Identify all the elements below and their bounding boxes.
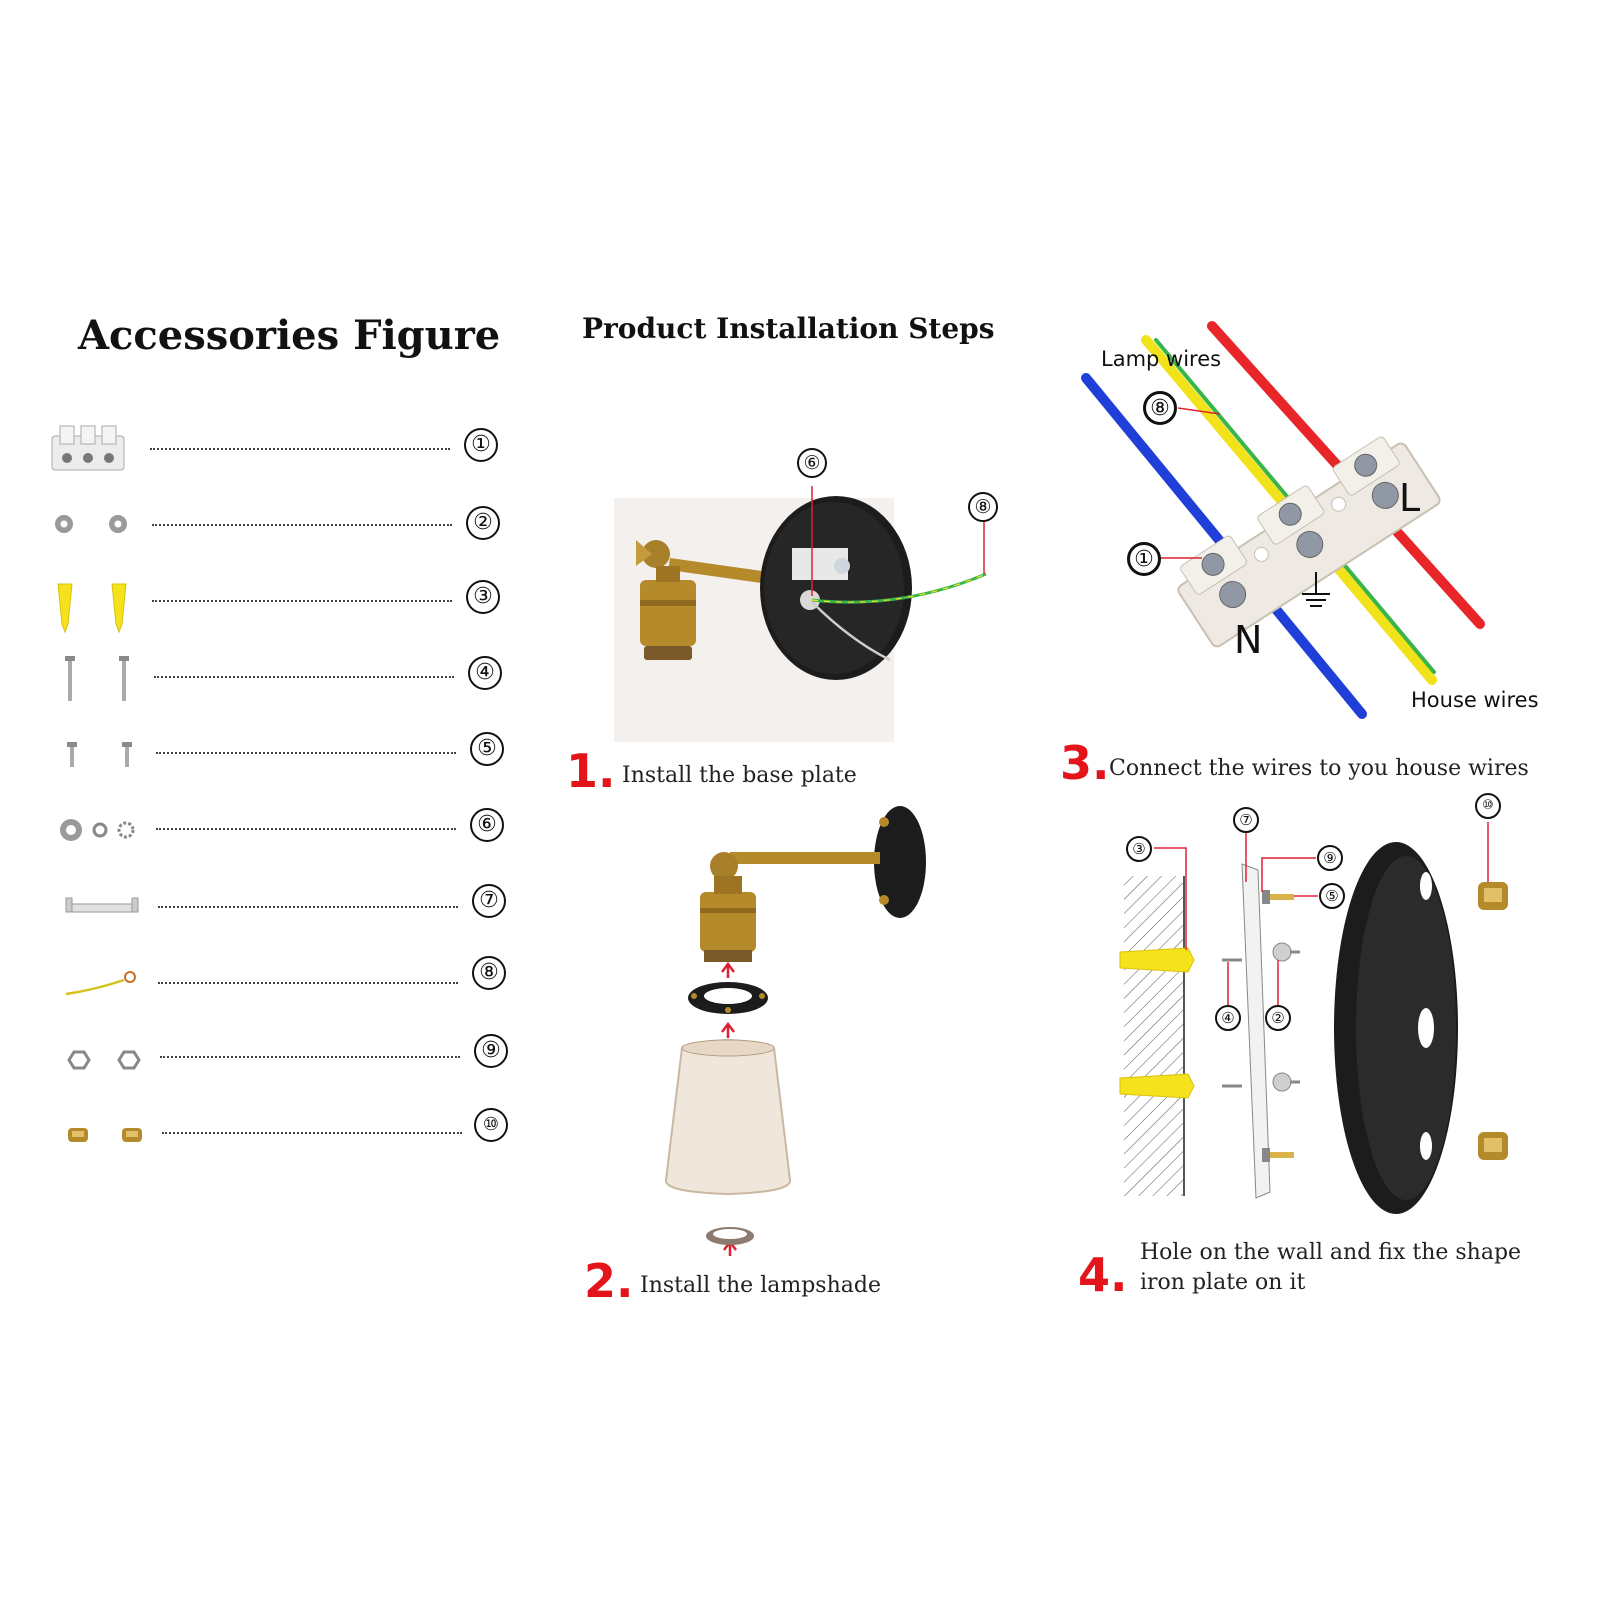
accessory-row: ⑦ xyxy=(0,872,540,932)
step3-wiring-diagram xyxy=(1081,321,1485,719)
step4-text-line1: Hole on the wall and fix the shape xyxy=(1140,1240,1522,1265)
step2-text: Install the lampshade xyxy=(640,1273,881,1298)
leader-line xyxy=(152,600,452,602)
lamp-wires-label: Lamp wires xyxy=(1101,347,1222,371)
accessory-row: ④ xyxy=(0,644,540,704)
step4-text-line2: iron plate on it xyxy=(1140,1270,1306,1295)
step2-number: 2. xyxy=(584,1254,634,1308)
step4-illustration xyxy=(1119,822,1508,1214)
leader-line xyxy=(154,676,454,678)
leader-line xyxy=(156,752,456,754)
wall-anchor-icon xyxy=(57,583,127,634)
leader-line xyxy=(152,524,452,526)
accessory-number: ③ xyxy=(466,580,500,614)
step2-illustration xyxy=(665,806,926,1256)
accessories-heading: Accessories Figure xyxy=(78,312,501,359)
accessory-number: ① xyxy=(464,428,498,462)
callout-lamp-wire: ⑧ xyxy=(1143,391,1177,425)
accessory-number: ⑦ xyxy=(472,884,506,918)
live-label: L xyxy=(1399,476,1421,520)
step3-text: Connect the wires to you house wires xyxy=(1109,756,1529,781)
leader-line xyxy=(150,448,450,450)
short-screw-icon xyxy=(67,742,132,767)
accessory-row: ⑧ xyxy=(0,946,540,1006)
callout-terminal-block: ① xyxy=(1127,542,1161,576)
callout-bracket: ⑦ xyxy=(1233,807,1259,833)
accessory-row: ⑥ xyxy=(0,796,540,856)
accessory-number: ⑩ xyxy=(474,1108,508,1142)
accessory-row: ① xyxy=(0,418,540,478)
accessory-row: ② xyxy=(0,494,540,554)
washer-set-icon xyxy=(60,819,135,841)
callout-anchor: ③ xyxy=(1126,836,1152,862)
callout-cap-nut: ⑩ xyxy=(1475,793,1501,819)
accessory-number: ⑧ xyxy=(472,956,506,990)
leader-line xyxy=(158,982,458,984)
step3-number: 3. xyxy=(1060,736,1110,790)
callout-ground-wire: ⑧ xyxy=(968,492,998,522)
accessory-row: ⑨ xyxy=(0,1022,540,1082)
accessory-number: ⑥ xyxy=(470,808,504,842)
mounting-bracket-icon xyxy=(65,897,139,913)
callout-washer: ② xyxy=(1265,1005,1291,1031)
accessory-row: ⑩ xyxy=(0,1098,540,1158)
leader-line xyxy=(156,828,456,830)
callout-long-screw: ④ xyxy=(1215,1005,1241,1031)
accessory-number: ④ xyxy=(468,656,502,690)
leader-line xyxy=(162,1132,462,1134)
step4-number: 4. xyxy=(1078,1248,1128,1302)
long-screw-icon xyxy=(65,656,129,701)
callout-nut: ⑨ xyxy=(1317,845,1343,871)
accessory-number: ⑤ xyxy=(470,732,504,766)
step1-illustration xyxy=(614,486,987,742)
neutral-label: N xyxy=(1234,618,1263,662)
terminal-block-icon xyxy=(51,425,125,471)
ground-wire-icon xyxy=(65,971,136,996)
installation-heading: Product Installation Steps xyxy=(582,312,995,345)
ground-symbol xyxy=(1302,572,1330,607)
accessory-row: ③ xyxy=(0,568,540,634)
hex-nut-icon xyxy=(67,1050,141,1070)
callout-short-screw: ⑤ xyxy=(1319,883,1345,909)
accessory-row: ⑤ xyxy=(0,720,540,780)
callout-base-plate: ⑥ xyxy=(797,448,827,478)
accessory-number: ⑨ xyxy=(474,1034,508,1068)
accessory-number: ② xyxy=(466,506,500,540)
leader-line xyxy=(160,1056,460,1058)
leader-line xyxy=(158,906,458,908)
step1-text: Install the base plate xyxy=(622,763,857,788)
step1-number: 1. xyxy=(566,744,616,798)
brass-cap-nut-icon xyxy=(68,1128,142,1142)
washer-icon xyxy=(55,515,127,533)
house-wires-label: House wires xyxy=(1411,688,1539,712)
